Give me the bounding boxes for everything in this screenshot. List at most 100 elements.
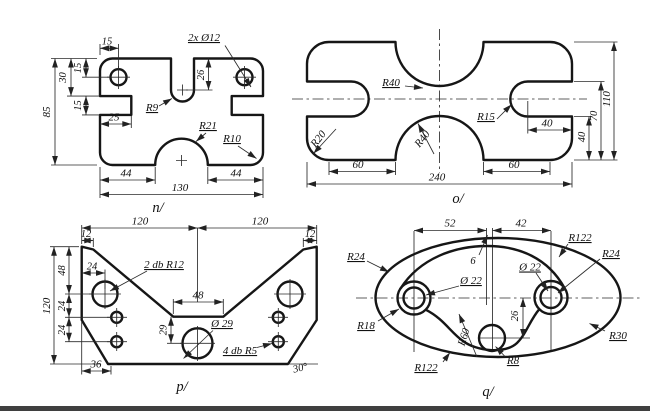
leader-r18 (377, 308, 400, 322)
label-r21: R21 (198, 120, 217, 132)
label-r10: R10 (222, 133, 241, 145)
label-r8: R8 (506, 355, 520, 367)
label-r24-right: R24 (601, 248, 620, 260)
plate-outline-p (80, 245, 318, 366)
leader-r9 (158, 98, 173, 107)
dim-15-top: 15 (102, 37, 113, 48)
hole-small-q (477, 323, 507, 353)
leader-d22-left (425, 285, 460, 296)
leader-r40-top (404, 84, 424, 90)
label-r18: R18 (356, 320, 375, 332)
leader-r24-right (557, 258, 601, 294)
dim-30: 30 (58, 72, 69, 84)
label-d29: Ø 29 (210, 318, 233, 330)
caption-q: q/ (482, 384, 495, 400)
dim-70v: 70 (589, 110, 600, 121)
dim-30deg: 30° (291, 361, 310, 376)
dim-12l: 12 (81, 229, 92, 240)
dim-110v: 110 (601, 91, 613, 107)
hole-right-q (539, 285, 563, 310)
label-r9: R9 (145, 102, 159, 114)
dim-52: 52 (445, 218, 457, 230)
dim-26: 26 (510, 310, 521, 321)
dim-36: 36 (90, 359, 103, 371)
leader-4db-r5 (256, 343, 273, 349)
leader-r15 (496, 104, 512, 120)
caption-o: o/ (452, 191, 465, 207)
label-r60: R60 (455, 326, 472, 348)
note-4db-r5: 4 db R5 (223, 345, 258, 357)
dim-6: 6 (470, 256, 476, 267)
label-r20: R20 (308, 128, 329, 151)
dim-15b: 15 (73, 100, 84, 111)
plate-outline-n (98, 57, 265, 167)
note-2db-r12: 2 db R12 (144, 259, 184, 271)
label-r40-top: R40 (381, 77, 400, 89)
dim-85: 85 (41, 106, 53, 118)
label-r122-tr: R122 (567, 232, 592, 244)
dim-120r-top: 120 (252, 216, 269, 228)
dim-24b: 24 (57, 324, 68, 335)
label-d22-left: Ø 22 (459, 275, 482, 287)
figure-n: 15 2x Ø12 85 30 15 15 25 R9 26 R21 R10 4… (41, 32, 265, 216)
dim-44r: 44 (231, 168, 243, 180)
leader-r122-tr (558, 243, 569, 258)
leader-r10 (237, 145, 257, 159)
dim-29v: 29 (159, 324, 170, 335)
label-r40-bottom: R40 (412, 128, 433, 151)
leader-r60 (458, 313, 478, 358)
outer-contour-q (374, 236, 622, 359)
boss-ring-left-q (396, 280, 432, 316)
dim-26: 26 (196, 69, 207, 80)
dim-25: 25 (109, 112, 121, 124)
extension-lines-q (413, 228, 552, 352)
leader-2db-r12 (109, 270, 148, 292)
leader-r122-bl (442, 352, 451, 363)
dim-120l-top: 120 (132, 216, 149, 228)
leader-r21 (195, 132, 207, 142)
dim-120v: 120 (41, 297, 53, 314)
leader-r20 (313, 128, 337, 154)
leader-6 (478, 234, 488, 256)
dim-44l: 44 (121, 168, 133, 180)
dim-42: 42 (516, 218, 528, 230)
figure-p: 120 120 12 12 120 48 24 24 24 2 db R12 4… (41, 216, 318, 395)
figure-o: R40 R20 R40 R15 40 40 70 110 60 60 240 o… (292, 29, 618, 207)
dim-130: 130 (172, 182, 189, 194)
hole-left-q (402, 286, 426, 310)
label-r15: R15 (476, 111, 495, 123)
leader-r24-left (366, 260, 390, 273)
dim-12r: 12 (305, 229, 316, 240)
caption-p: p/ (175, 379, 189, 395)
leader-d22-right (535, 272, 549, 292)
dim-60l: 60 (353, 159, 365, 171)
leader-r8 (495, 346, 506, 357)
label-d22-right: Ø 22 (518, 262, 541, 274)
inner-top-arc-q (399, 244, 566, 290)
dim-48c: 48 (193, 290, 205, 302)
figure-q: 52 42 6 R122 R24 R24 Ø 22 Ø 22 R18 26 R6… (346, 218, 641, 400)
dim-60r: 60 (509, 159, 521, 171)
label-r30: R30 (608, 330, 627, 342)
leader-r40-bottom (417, 123, 435, 155)
dim-40v: 40 (577, 131, 588, 142)
leader-d29 (183, 330, 214, 359)
note-2x-d12: 2x Ø12 (188, 32, 221, 44)
dim-48v: 48 (57, 265, 68, 276)
label-r122-bl: R122 (413, 362, 438, 374)
extension-lines-o (306, 41, 618, 188)
leader-holes-note (224, 45, 252, 88)
dim-24a: 24 (57, 300, 68, 311)
label-r24-left: R24 (346, 251, 365, 263)
dim-24h: 24 (87, 262, 98, 273)
dim-40h: 40 (542, 118, 554, 130)
plate-outline-o (305, 40, 574, 162)
dim-240: 240 (429, 172, 446, 184)
caption-n: n/ (152, 200, 165, 216)
leader-r30 (589, 323, 606, 332)
boss-ring-right-q (533, 279, 569, 316)
center-marks-p (89, 279, 306, 361)
window-bottom-edge (0, 406, 650, 411)
